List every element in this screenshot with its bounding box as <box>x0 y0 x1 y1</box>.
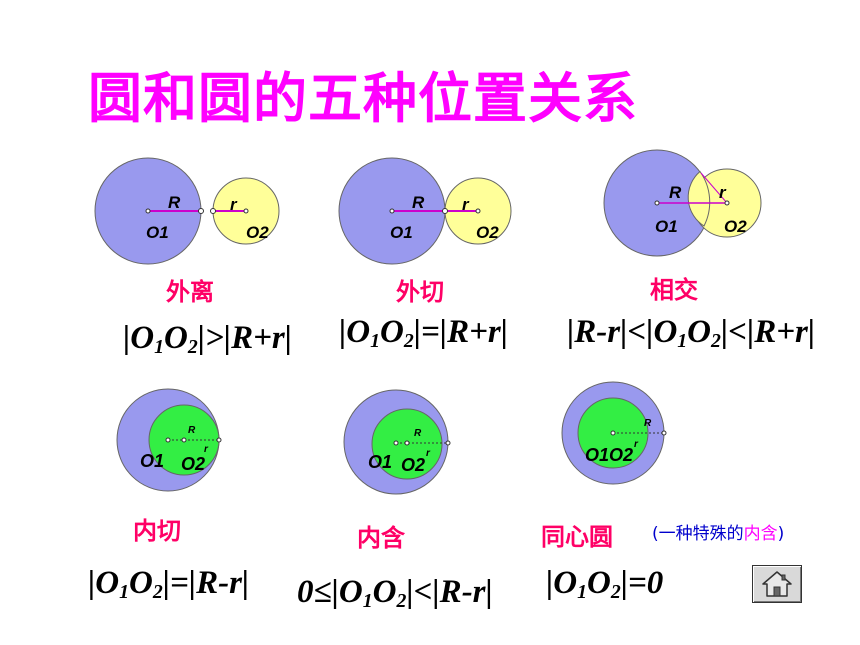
o1o2-label: O1O2 <box>585 445 633 465</box>
o1-label: O1 <box>146 223 169 242</box>
center-dot <box>165 437 171 443</box>
note-special-contain: (一种特殊的内含) <box>652 524 785 544</box>
R-label: R <box>669 183 682 202</box>
formula-concentric: |O1O2|=0 <box>546 565 664 603</box>
center-dot <box>145 208 151 214</box>
diagram-concentric: R r O1O2 <box>561 381 667 485</box>
o2-label: O2 <box>724 217 747 236</box>
center-dot <box>389 208 395 214</box>
label-separate: 外离 <box>166 278 214 306</box>
r-label: r <box>230 195 238 214</box>
R-label: R <box>414 428 422 439</box>
center-dot <box>393 440 399 446</box>
R-label: R <box>188 425 196 436</box>
diagram-separate: R r O1 O2 <box>94 157 280 265</box>
o1-label: O1 <box>390 223 413 242</box>
diagram-intersect: R r O1 O2 <box>603 149 762 257</box>
overlap-region <box>687 170 711 227</box>
formula-intersect: |R-r|<|O1O2|<|R+r| <box>567 314 816 352</box>
label-contain: 内含 <box>357 524 405 552</box>
R-label: R <box>168 193 181 212</box>
R-label: R <box>644 418 652 429</box>
formula-internal-tangent: |O1O2|=|R-r| <box>88 565 250 603</box>
label-intersect: 相交 <box>650 276 698 304</box>
o2-label: O2 <box>181 454 205 474</box>
center-dot <box>724 200 730 206</box>
o1-label: O1 <box>140 451 164 471</box>
center-dot <box>404 440 410 446</box>
r-label: r <box>719 183 727 202</box>
formula-contain: 0≤|O1O2|<|R-r| <box>297 574 493 612</box>
tangent-dot <box>216 437 222 443</box>
chord-line <box>700 172 728 204</box>
o2-label: O2 <box>401 455 425 475</box>
label-internal-tangent: 内切 <box>133 517 181 545</box>
center-dot <box>610 430 616 436</box>
label-external-tangent: 外切 <box>396 278 444 306</box>
o2-label: O2 <box>476 223 499 242</box>
o2-label: O2 <box>246 223 269 242</box>
house-icon <box>762 571 792 597</box>
tangent-dot <box>442 208 448 214</box>
formula-separate: |O1O2|>|R+r| <box>123 320 292 358</box>
center-dot <box>181 437 187 443</box>
formula-external-tangent: |O1O2|=|R+r| <box>339 314 508 352</box>
R-label: R <box>412 193 425 212</box>
page-title: 圆和圆的五种位置关系 <box>88 67 638 130</box>
o1-label: O1 <box>655 217 678 236</box>
diagram-external-tangent: R r O1 O2 <box>338 157 512 265</box>
label-concentric: 同心圆 <box>541 523 613 551</box>
r-label: r <box>634 439 639 450</box>
center-dot <box>243 208 249 214</box>
edge-dot <box>661 430 667 436</box>
diagram-internal-tangent: R r O1 O2 <box>116 388 222 492</box>
edge-dot <box>198 208 204 214</box>
center-dot <box>475 208 481 214</box>
r-label: r <box>204 444 209 455</box>
diagram-contain: R r O1 O2 <box>343 389 451 495</box>
r-label: r <box>426 448 431 459</box>
edge-dot <box>445 440 451 446</box>
edge-dot <box>210 208 216 214</box>
o1-label: O1 <box>368 452 392 472</box>
r-label: r <box>462 195 470 214</box>
center-dot <box>654 200 660 206</box>
home-button[interactable] <box>752 565 802 603</box>
